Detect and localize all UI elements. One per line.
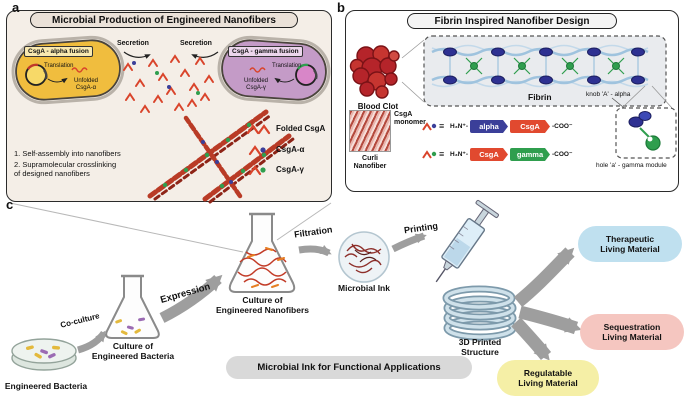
gamma-unfolded-label: Unfolded CsgA-γ: [243, 78, 269, 91]
gamma-construct-equiv: ≡: [439, 149, 445, 159]
gamma-domain-box: gamma: [510, 148, 550, 161]
gamma-construct-cterm: -COO⁻: [552, 151, 573, 158]
hole-module-shape: [645, 135, 661, 151]
secretion-left-label: Secretion: [117, 40, 149, 47]
applications-banner: Microbial Ink for Functional Application…: [226, 356, 472, 379]
alpha-domain-box: alpha: [470, 120, 508, 133]
secreted-proteins: [123, 54, 214, 113]
microbial-ink-ball: [338, 231, 390, 283]
gamma-unfolded-squiggle: [249, 67, 266, 73]
alpha-construct-icon: [422, 122, 437, 131]
petri-dish-illustration: [11, 338, 77, 371]
knob-module-shape: [628, 111, 652, 128]
panel-a-title: Microbial Production of Engineered Nanof…: [30, 12, 298, 28]
printing-arrow: [391, 232, 427, 253]
fibrin-knob-nodes: [443, 47, 645, 85]
microbial-ink-label: Microbial Ink: [338, 283, 390, 293]
secreted-protein-tags: [132, 61, 200, 95]
engineered-bacteria-label: Engineered Bacteria: [4, 381, 88, 391]
gamma-construct-csga-box: CsgA: [470, 148, 508, 161]
panel-a-note-1: 1. Self-assembly into nanofibers: [14, 149, 121, 158]
fibrin-label: Fibrin: [528, 92, 552, 102]
knob-label: knob 'A' - alpha: [586, 91, 631, 98]
coculture-arrow: [76, 330, 107, 354]
expression-arrow: [159, 274, 223, 323]
gamma-translation-arrow: [274, 77, 295, 84]
legend-csga-alpha-icon: [248, 145, 266, 156]
alpha-unfolded-label: Unfolded CsgA-α: [73, 78, 99, 91]
output-sequestration-pill: Sequestration Living Material: [580, 314, 684, 350]
blood-clot-illustration: [349, 45, 400, 99]
flask-nanofibers-illustration: [228, 212, 296, 293]
alpha-construct-cterm: -COO⁻: [552, 123, 573, 130]
gamma-construct-icon: [422, 150, 437, 159]
alpha-construct-equiv: ≡: [439, 121, 445, 131]
alpha-unfolded-squiggle: [71, 67, 88, 73]
legend-csga-gamma-icon: [248, 165, 266, 176]
gamma-cell-name: CsgA - gamma fusion: [228, 46, 303, 57]
output-regulatable-pill: Regulatable Living Material: [497, 360, 599, 396]
panel-a-label: a: [12, 0, 20, 15]
csga-monomer-label: CsgA monomer: [394, 111, 426, 127]
nanofiber-bundles: [147, 109, 295, 204]
output-therapeutic-pill: Therapeutic Living Material: [578, 226, 682, 262]
legend-folded-csga-label: Folded CsgA: [276, 124, 326, 133]
hole-label: hole 'a' - gamma module: [596, 162, 667, 169]
syringe-illustration: [435, 199, 499, 283]
panel-b-art: [349, 35, 677, 159]
gamma-construct-nterm: H₃N⁺-: [450, 151, 468, 158]
legend-folded-csga-icon: [246, 124, 271, 135]
curli-nanofiber-image: [349, 110, 391, 152]
curli-nanofiber-label: Curli Nanofiber: [353, 155, 387, 171]
secretion-right-label: Secretion: [180, 40, 212, 47]
filtration-arrow: [298, 244, 332, 257]
culture-nanofibers-label: Culture of Engineered Nanofibers: [215, 295, 310, 315]
fan-arrow-regulatable: [511, 317, 552, 361]
printed-coil-illustration: [442, 285, 517, 341]
legend-csga-alpha-label: CsgA-α: [276, 145, 305, 154]
culture-bacteria-label: Culture of Engineered Bacteria: [91, 341, 175, 361]
fan-arrow-therapeutic: [513, 247, 575, 308]
legend-csga-gamma-label: CsgA-γ: [276, 165, 305, 174]
gamma-translation-label: Translation: [272, 63, 302, 69]
fan-arrow-sequestration: [518, 305, 582, 335]
blood-clot-label: Blood Clot: [357, 102, 399, 111]
fibrin-hole-nodes: [465, 57, 625, 75]
printed-structure-label: 3D Printed Structure: [458, 337, 502, 357]
panel-c-art: [11, 199, 582, 371]
alpha-cell-name: CsgA - alpha fusion: [24, 46, 93, 57]
alpha-translation-arrow: [47, 77, 68, 84]
panel-c-label: c: [6, 197, 14, 212]
panel-b-title: Fibrin Inspired Nanofiber Design: [407, 13, 617, 29]
alpha-construct-csga-box: CsgA: [510, 120, 550, 133]
secretion-arrow-right: [191, 51, 219, 59]
secretion-arrow-left: [123, 51, 151, 59]
fibrin-fibers: [431, 44, 649, 88]
panel-a-note-2: 2. Supramolecular crosslinking of design…: [14, 160, 117, 178]
alpha-translation-label: Translation: [44, 63, 74, 69]
nanofiber-crosslinks: [162, 122, 267, 189]
zoom-callout-lines: [9, 202, 332, 253]
panel-b-label: b: [337, 0, 345, 15]
flask-bacteria-illustration: [105, 274, 160, 339]
alpha-construct-nterm: H₃N⁺-: [450, 123, 468, 130]
